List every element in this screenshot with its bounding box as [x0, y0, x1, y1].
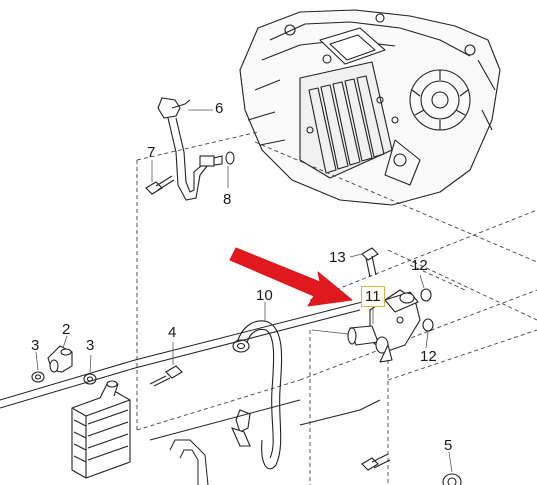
part-4-bolt: [149, 365, 183, 387]
oil-cooler: [71, 380, 131, 479]
part-12-o-ring-lower: [422, 318, 434, 332]
part-3-clip-left: [31, 371, 45, 383]
part-3-clip-right: [83, 373, 97, 385]
leader-lines: [35, 109, 453, 473]
red-pointer-arrow-icon: [229, 247, 353, 307]
callout-3-left: 3: [31, 337, 40, 354]
callout-12-upper: 12: [411, 257, 428, 274]
part-5-fitting: [442, 473, 462, 485]
transmission-assembly: [239, 9, 501, 206]
callout-4: 4: [168, 324, 177, 341]
callout-11-highlighted: 11: [361, 286, 385, 307]
assembly-outline-dashed: [136, 131, 537, 485]
callout-6: 6: [215, 100, 224, 117]
part-8-seal-ring: [225, 151, 235, 165]
part-6-upper-tube: [157, 97, 223, 201]
part-13-bolt: [361, 247, 379, 278]
callout-3-right: 3: [86, 337, 95, 354]
callout-13: 13: [329, 249, 346, 266]
callout-2: 2: [62, 321, 71, 338]
lower-bolt: [361, 453, 391, 471]
callout-12-lower: 12: [420, 348, 437, 365]
part-7-bolt: [145, 175, 175, 195]
part-12-o-ring-upper: [420, 288, 432, 302]
part-2-elbow-hose: [47, 345, 73, 373]
callout-7: 7: [147, 144, 156, 161]
callout-8: 8: [223, 191, 232, 208]
part-10-coolant-hose: [230, 320, 283, 470]
callout-10: 10: [256, 287, 273, 304]
oil-lines: [0, 299, 381, 485]
callout-5: 5: [444, 437, 453, 454]
